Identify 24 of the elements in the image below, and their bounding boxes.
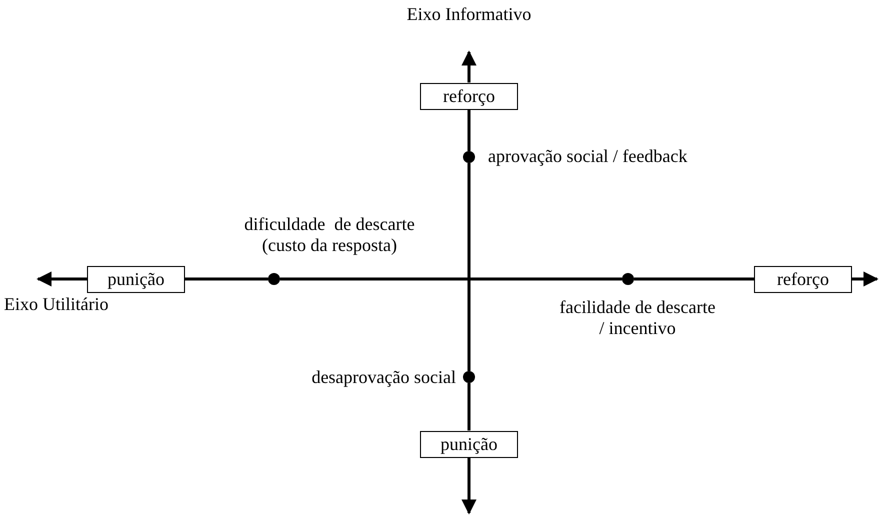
point-marker: [463, 151, 475, 163]
point-label: dificuldade de descarte (custo da resposta): [243, 214, 416, 256]
axis-arrow: [462, 458, 476, 514]
text-box: reforço: [754, 266, 852, 292]
point-marker: [622, 273, 634, 285]
axis-line: [468, 163, 470, 371]
point-label: aprovação social / feedback: [488, 146, 688, 167]
text-box: reforço: [420, 82, 518, 110]
text-box: punição: [420, 430, 518, 458]
axis-arrow: [36, 272, 87, 286]
point-label: facilidade de descarte / incentivo: [558, 297, 716, 339]
axis-line: [185, 278, 268, 280]
point-marker: [268, 273, 280, 285]
axis-line: [634, 278, 754, 280]
axis-line: [468, 110, 470, 151]
axis-label: Eixo Informativo: [406, 4, 532, 25]
axis-arrow: [462, 50, 476, 82]
axis-label: Eixo Utilitário: [4, 294, 110, 315]
point-marker: [463, 371, 475, 383]
axis-arrow: [852, 272, 878, 286]
axis-line: [468, 383, 470, 430]
point-label: desaprovação social: [310, 367, 456, 388]
axis-line: [280, 278, 622, 280]
text-box: punição: [87, 266, 185, 292]
